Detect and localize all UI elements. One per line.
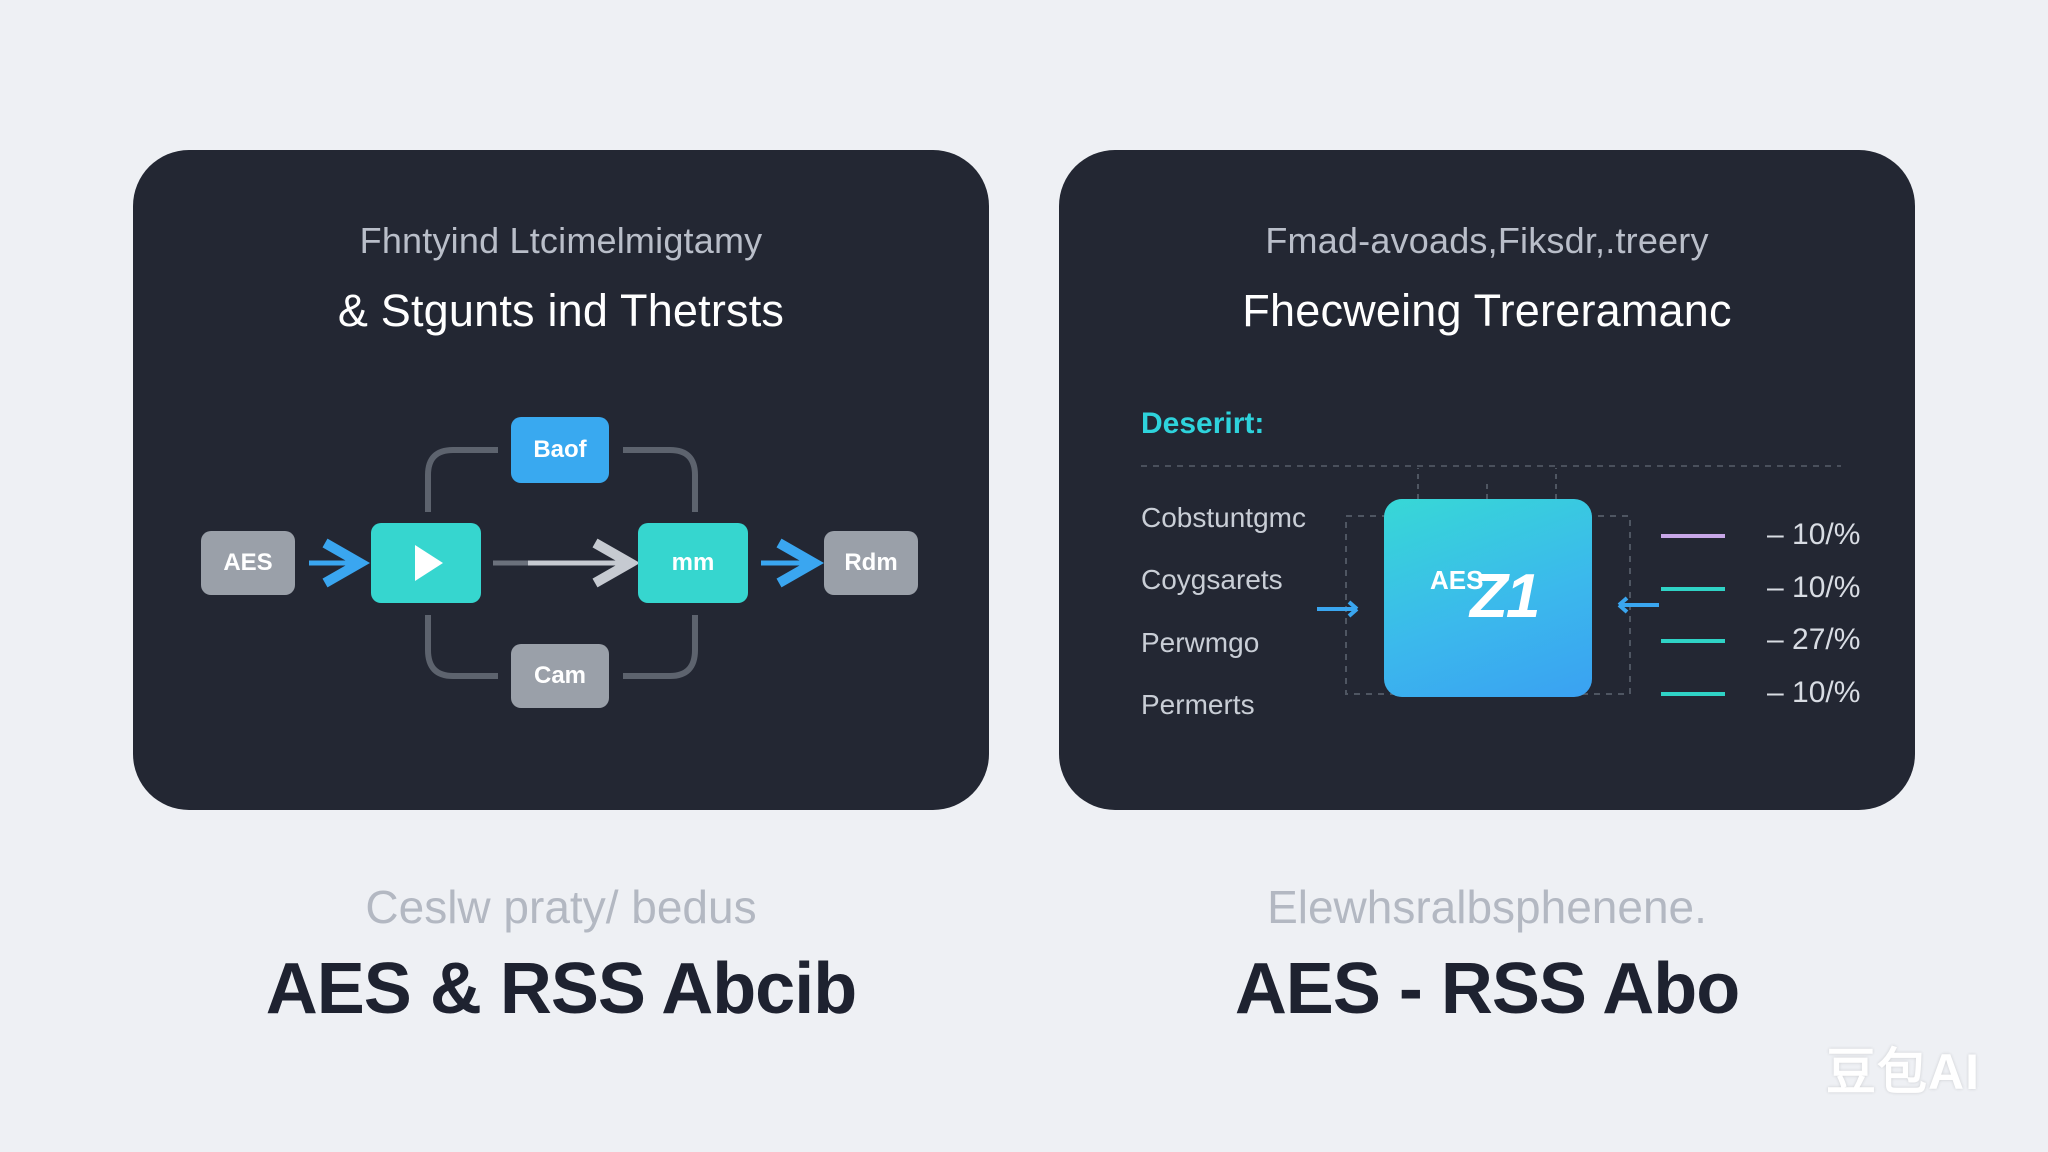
- chip-label-small: AES: [1430, 565, 1484, 595]
- flow-connectors: [309, 447, 989, 679]
- param-label: Permerts: [1141, 689, 1255, 720]
- chip-block: AES Z1: [1384, 499, 1592, 697]
- left-heading: AES & RSS Abcib: [265, 949, 857, 1029]
- right-input-arrow: [1617, 596, 1659, 614]
- output-node: Rdm: [824, 531, 918, 595]
- card-title: & Stgunts ind Thetrsts: [337, 285, 785, 336]
- play-node: [371, 523, 481, 603]
- play-icon: [415, 545, 443, 581]
- flow-diagram-card: Fhntyind Ltcimelmigtamy & Stgunts ind Th…: [133, 150, 989, 810]
- right-caption: Elewhsralbsphenene.: [1267, 881, 1707, 933]
- card-subtitle: Fhntyind Ltcimelmigtamy: [359, 220, 763, 261]
- section-label: Deserirt:: [1141, 407, 1265, 440]
- left-caption: Ceslw praty/ bedus: [365, 881, 757, 933]
- param-label: Perwmgo: [1141, 627, 1260, 658]
- chip-top-bracket: [1417, 468, 1557, 499]
- param-label: Cobstuntgmc: [1141, 502, 1306, 533]
- bottom-loop-connector: [425, 615, 498, 679]
- bottom-loop-connector-right: [623, 615, 698, 679]
- percent-value: – 10/%: [1767, 518, 1861, 551]
- bottom-node: Cam: [511, 644, 609, 708]
- top-node: Baof: [511, 417, 609, 483]
- top-loop-connector-right: [623, 447, 698, 512]
- percent-value: – 10/%: [1767, 676, 1861, 709]
- card-subtitle: Fmad-avoads,Fiksdr,.treery: [1265, 220, 1709, 261]
- param-label: Coygsarets: [1141, 564, 1283, 595]
- percent-value: – 10/%: [1767, 571, 1861, 604]
- card-title: Fhecweing Trereramanc: [1242, 285, 1732, 336]
- top-loop-connector: [425, 447, 498, 512]
- right-heading: AES - RSS Abo: [1234, 949, 1740, 1029]
- watermark-logo: 豆包AI: [1826, 1044, 1980, 1100]
- chip-diagram-card: Fmad-avoads,Fiksdr,.treery Fhecweing Tre…: [1059, 150, 1915, 810]
- input-node: AES: [201, 531, 295, 595]
- middle-node: mm: [638, 523, 748, 603]
- left-input-arrow: [1317, 600, 1359, 618]
- chip-label-big: Z1: [1470, 562, 1540, 631]
- percent-value: – 27/%: [1767, 623, 1861, 656]
